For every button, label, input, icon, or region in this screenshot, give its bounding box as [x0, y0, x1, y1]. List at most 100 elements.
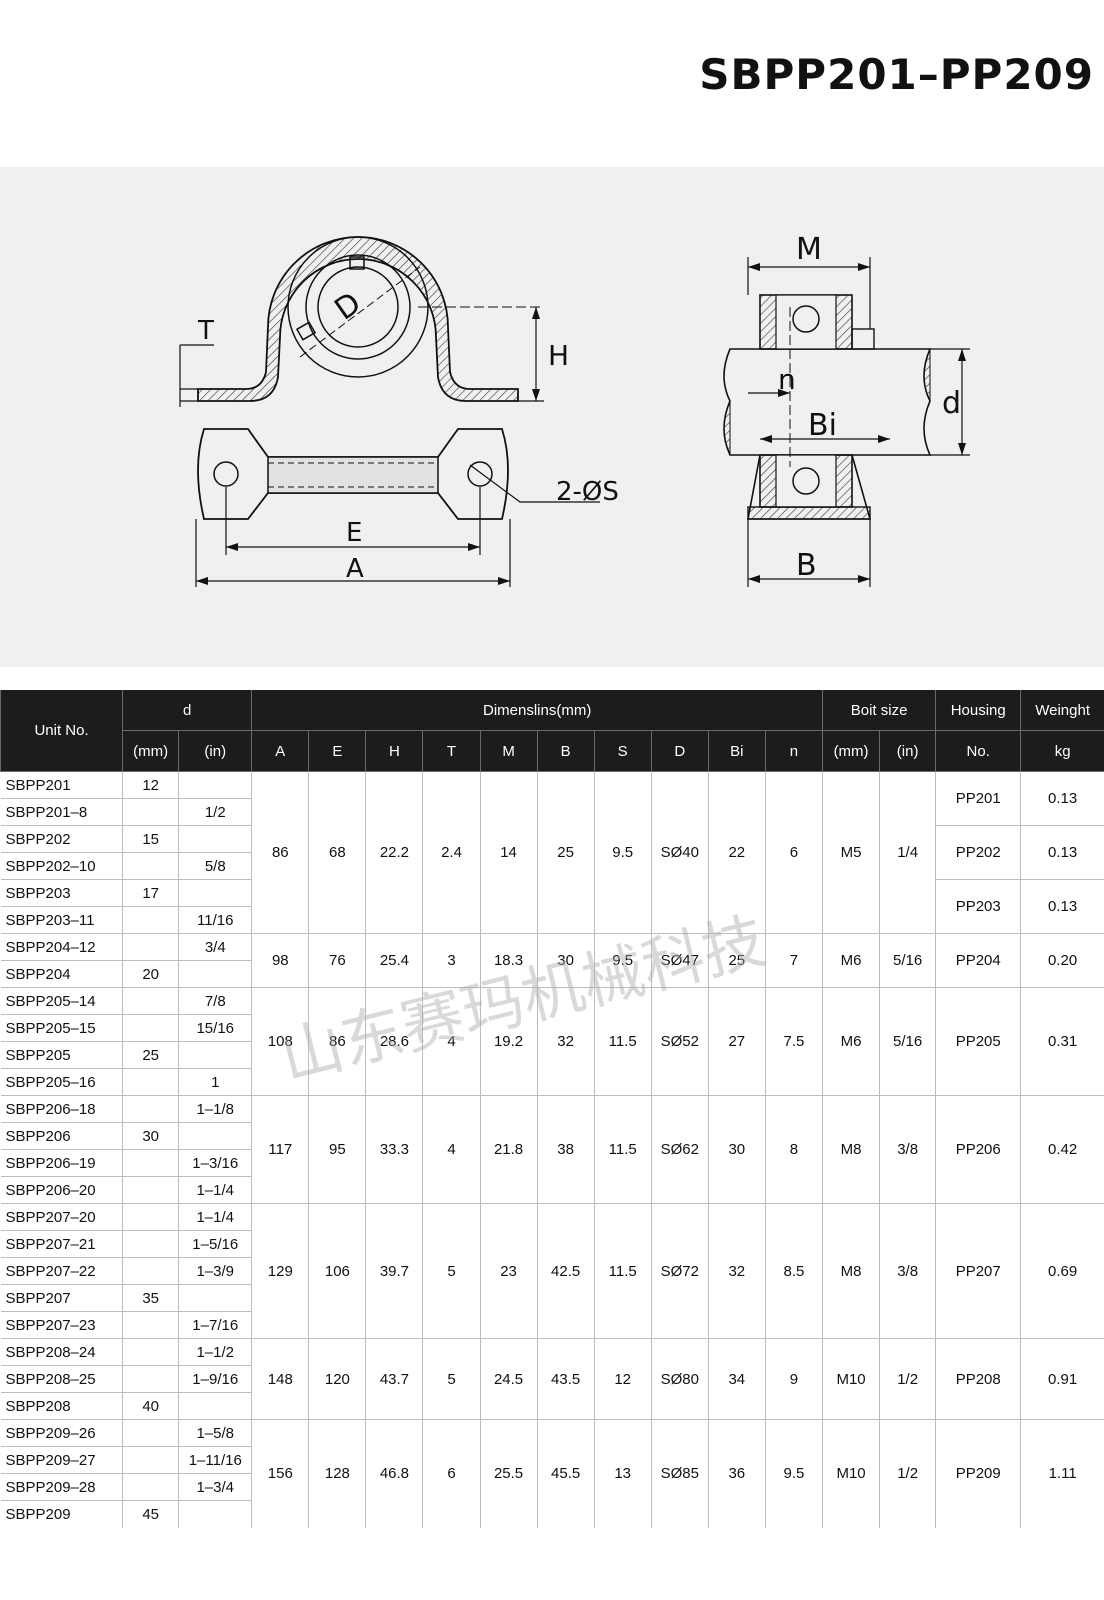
bore-mm-cell: 17 [122, 879, 179, 907]
housing-no-cell: PP206 [935, 1095, 1021, 1204]
label-M: M [796, 232, 822, 267]
housing-no-cell: PP209 [935, 1419, 1021, 1528]
dimension-cell: 18.3 [479, 933, 538, 988]
bolt-mm-cell: M10 [822, 1419, 880, 1528]
dimension-cell: 9.5 [593, 771, 652, 934]
dimension-cell: 25.5 [479, 1419, 538, 1528]
page-title: SBPP201–PP209 [699, 50, 1094, 99]
dimension-cell: 33.3 [365, 1095, 423, 1204]
bore-in-cell [178, 1500, 252, 1528]
unit-no-cell: SBPP208–25 [0, 1365, 123, 1393]
unit-no-cell: SBPP208 [0, 1392, 123, 1420]
header-dimensions: Dimenslins(mm) [251, 690, 823, 731]
unit-no-cell: SBPP209–27 [0, 1446, 123, 1474]
dimension-cell: 95 [308, 1095, 366, 1204]
bore-in-cell: 1–3/16 [178, 1149, 252, 1177]
dimension-cell: 38 [536, 1095, 595, 1204]
bolt-mm-cell: M8 [822, 1095, 880, 1204]
unit-no-cell: SBPP201–8 [0, 798, 123, 826]
header-dim: n [764, 730, 823, 772]
unit-no-cell: SBPP203–11 [0, 906, 123, 934]
dimension-cell: 45.5 [536, 1419, 595, 1528]
weight-cell: 0.13 [1020, 879, 1104, 934]
bore-mm-cell [122, 987, 179, 1015]
dimension-cell: 148 [251, 1338, 309, 1420]
housing-no-cell: PP207 [935, 1203, 1021, 1339]
bolt-in-cell: 5/16 [879, 987, 936, 1096]
dimension-cell: 22 [707, 771, 766, 934]
unit-no-cell: SBPP206–20 [0, 1176, 123, 1204]
bore-mm-cell [122, 1338, 179, 1366]
header-dim: E [308, 730, 366, 772]
header-bolt-mm: (mm) [822, 730, 880, 772]
header-bolt-size: Boit size [822, 690, 936, 731]
dimension-cell: 24.5 [479, 1338, 538, 1420]
bore-in-cell [178, 825, 252, 853]
bolt-mm-cell: M6 [822, 987, 880, 1096]
bore-mm-cell [122, 1230, 179, 1258]
dimension-cell: SØ62 [650, 1095, 709, 1204]
dimension-cell: 5 [422, 1338, 481, 1420]
bore-in-cell: 5/8 [178, 852, 252, 880]
dimension-cell: 19.2 [479, 987, 538, 1096]
dimension-cell: 98 [251, 933, 309, 988]
unit-no-cell: SBPP207–22 [0, 1257, 123, 1285]
housing-no-cell: PP204 [935, 933, 1021, 988]
dimension-cell: 32 [536, 987, 595, 1096]
bore-in-cell: 1–5/8 [178, 1419, 252, 1447]
dimension-cell: 7.5 [764, 987, 823, 1096]
technical-drawing: T D H E A 2-ØS M n Bi d B [179, 232, 970, 587]
dimension-cell: 30 [707, 1095, 766, 1204]
weight-cell: 0.69 [1020, 1203, 1104, 1339]
dimension-cell: 11.5 [593, 1203, 652, 1339]
unit-no-cell: SBPP207–23 [0, 1311, 123, 1339]
weight-cell: 0.13 [1020, 825, 1104, 880]
header-d-mm: (mm) [122, 730, 179, 772]
bore-mm-cell: 40 [122, 1392, 179, 1420]
dimension-cell: 27 [707, 987, 766, 1096]
bolt-in-cell: 5/16 [879, 933, 936, 988]
dimension-cell: 43.7 [365, 1338, 423, 1420]
weight-cell: 0.91 [1020, 1338, 1104, 1420]
bore-mm-cell [122, 852, 179, 880]
dimension-cell: 13 [593, 1419, 652, 1528]
label-D: D [328, 286, 367, 328]
bore-in-cell: 1–1/8 [178, 1095, 252, 1123]
bolt-in-cell: 1/2 [879, 1419, 936, 1528]
bore-mm-cell [122, 1095, 179, 1123]
housing-no-cell: PP201 [935, 771, 1021, 826]
dimension-cell: 32 [707, 1203, 766, 1339]
dimension-cell: 117 [251, 1095, 309, 1204]
header-dim: M [479, 730, 538, 772]
label-T: T [197, 316, 214, 346]
label-Bi: Bi [808, 408, 837, 443]
bore-in-cell: 1–1/2 [178, 1338, 252, 1366]
bore-in-cell: 1–5/16 [178, 1230, 252, 1258]
dimension-cell: SØ85 [650, 1419, 709, 1528]
header-weight-kg: kg [1020, 730, 1104, 772]
header-d: d [122, 690, 252, 731]
bore-mm-cell [122, 1446, 179, 1474]
unit-no-cell: SBPP206–18 [0, 1095, 123, 1123]
side-view [723, 257, 970, 587]
unit-no-cell: SBPP205–14 [0, 987, 123, 1015]
dimension-cell: 86 [251, 771, 309, 934]
dimension-cell: 3 [422, 933, 481, 988]
unit-no-cell: SBPP202 [0, 825, 123, 853]
label-n: n [778, 363, 796, 396]
dimension-cell: 25 [536, 771, 595, 934]
header-dim: H [365, 730, 423, 772]
dimension-cell: 108 [251, 987, 309, 1096]
dimension-cell: 28.6 [365, 987, 423, 1096]
